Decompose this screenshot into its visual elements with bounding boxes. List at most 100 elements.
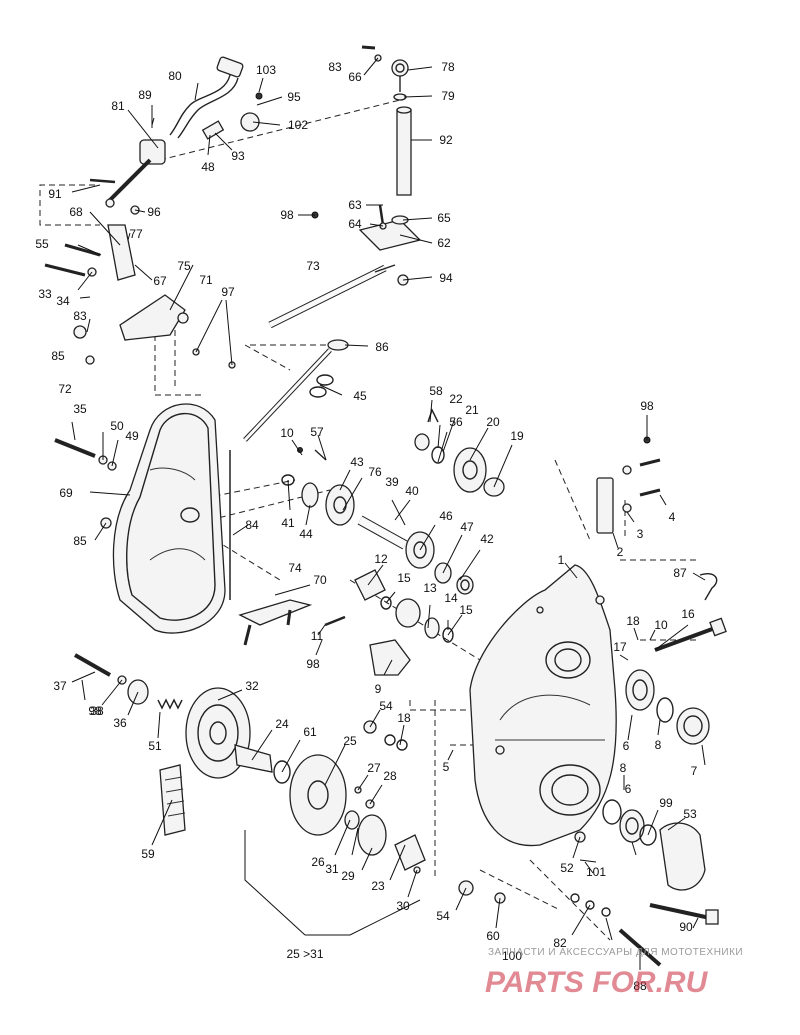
callout-5: 5 <box>443 760 450 774</box>
callout-79: 79 <box>441 89 455 103</box>
callout-78: 78 <box>441 60 455 74</box>
callout-31: 31 <box>325 862 339 876</box>
shift-rod <box>396 109 412 196</box>
callout-93: 93 <box>231 149 245 163</box>
callout-54a: 54 <box>379 699 393 713</box>
callout-39: 39 <box>385 475 399 489</box>
callout-77: 77 <box>129 227 143 241</box>
callout-58: 58 <box>429 384 443 398</box>
callout-21: 21 <box>465 403 479 417</box>
shift-lever-hub <box>139 139 166 165</box>
shift-fork <box>238 599 313 626</box>
callout-101: 101 <box>586 865 606 879</box>
callout-4: 4 <box>669 510 676 524</box>
callout-71: 71 <box>199 273 213 287</box>
callout-47: 47 <box>460 520 474 534</box>
callout-44: 44 <box>299 527 313 541</box>
callout-labels: 1 2 3 4 5 6 6 7 8 8 9 10 10 11 12 13 14 … <box>35 60 697 993</box>
callout-67: 67 <box>153 274 167 288</box>
callout-89: 89 <box>138 88 152 102</box>
callout-42: 42 <box>480 532 494 546</box>
callout-64: 64 <box>348 217 362 231</box>
callout-34: 34 <box>56 294 70 308</box>
callout-40: 40 <box>405 484 419 498</box>
callout-35: 35 <box>73 402 87 416</box>
callout-12: 12 <box>374 552 388 566</box>
callout-72: 72 <box>58 382 72 396</box>
callout-10b: 10 <box>654 618 668 632</box>
callout-17: 17 <box>613 640 627 654</box>
callout-55: 55 <box>35 237 49 251</box>
callout-59: 59 <box>141 847 155 861</box>
callout-23: 23 <box>371 879 385 893</box>
cable-assembly <box>169 74 231 136</box>
callout-53: 53 <box>683 807 697 821</box>
callout-6b: 6 <box>625 782 632 796</box>
callout-36: 36 <box>113 716 127 730</box>
callout-2: 2 <box>617 545 624 559</box>
callout-96: 96 <box>147 205 161 219</box>
callout-9: 9 <box>375 682 382 696</box>
callout-100: 100 <box>502 949 522 963</box>
callout-73: 73 <box>306 259 320 273</box>
callout-86: 86 <box>375 340 389 354</box>
callout-1: 1 <box>558 553 565 567</box>
group-bracket <box>244 830 421 936</box>
callout-83b: 83 <box>73 309 87 323</box>
callout-45: 45 <box>353 389 367 403</box>
watermark-logo: PARTS FOR.RU <box>485 966 709 999</box>
callout-10a: 10 <box>280 426 294 440</box>
shift-fork-block <box>369 639 411 676</box>
callout-81: 81 <box>111 99 125 113</box>
callout-22: 22 <box>449 392 463 406</box>
callout-11: 11 <box>311 629 324 643</box>
callout-13: 13 <box>423 581 437 595</box>
callout-29: 29 <box>341 869 355 883</box>
callout-56: 56 <box>449 415 463 429</box>
callout-95: 95 <box>287 90 301 104</box>
callout-8a: 8 <box>655 738 662 752</box>
callout-90: 90 <box>679 920 693 934</box>
callout-14: 14 <box>444 591 458 605</box>
chaincase-cover <box>54 403 231 634</box>
callout-75: 75 <box>177 259 191 273</box>
callout-60: 60 <box>486 929 500 943</box>
callout-57: 57 <box>310 425 324 439</box>
callout-80: 80 <box>168 69 182 83</box>
callout-74: 74 <box>288 561 302 575</box>
callout-76: 76 <box>368 465 382 479</box>
rod-end <box>391 59 409 77</box>
callout-99: 99 <box>659 796 673 810</box>
callout-91: 91 <box>48 187 62 201</box>
callout-30: 30 <box>396 899 410 913</box>
callout-25: 25 <box>343 734 357 748</box>
shift-linkage <box>44 45 422 442</box>
callout-7: 7 <box>691 764 698 778</box>
callout-27: 27 <box>367 761 381 775</box>
main-housing <box>469 564 727 847</box>
callout-98d: 98 <box>306 657 320 671</box>
callout-82: 82 <box>553 936 567 950</box>
callout-83a: 83 <box>328 60 342 74</box>
callout-6a: 6 <box>623 739 630 753</box>
callout-18a: 18 <box>626 614 640 628</box>
callout-88: 88 <box>633 979 647 993</box>
callout-97: 97 <box>221 285 235 299</box>
callout-61: 61 <box>303 725 317 739</box>
mount-plate <box>358 219 422 251</box>
callout-15a: 15 <box>397 571 411 585</box>
leader-lines <box>71 57 706 970</box>
callout-102: 102 <box>288 118 308 132</box>
watermark-caption: ЗАПЧАСТИ И АКСЕССУАРЫ ДЛЯ МОТОТЕХНИКИ <box>488 947 743 958</box>
callout-98c: 98 <box>88 704 102 718</box>
watermark: ЗАПЧАСТИ И АКСЕССУАРЫ ДЛЯ МОТОТЕХНИКИ PA… <box>485 947 743 999</box>
cable-end <box>216 56 244 78</box>
callout-51: 51 <box>148 739 162 753</box>
callout-20: 20 <box>486 415 500 429</box>
callout-66: 66 <box>348 70 362 84</box>
callout-92: 92 <box>439 133 453 147</box>
callout-group-25-31: 25 >31 <box>286 947 323 961</box>
callout-49: 49 <box>125 429 139 443</box>
callout-70: 70 <box>313 573 327 587</box>
